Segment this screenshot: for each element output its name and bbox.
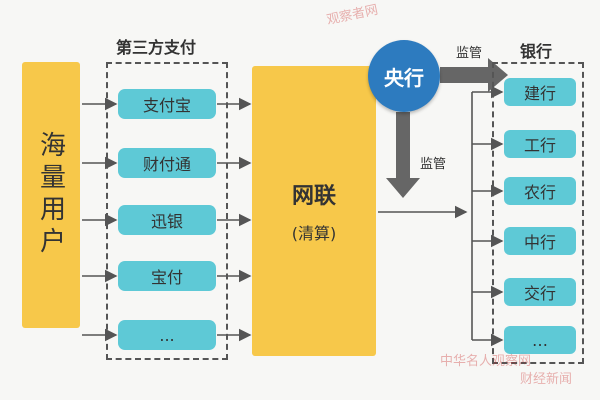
pay-item: 支付宝 — [118, 89, 216, 119]
clearing-title: 网联 — [291, 184, 336, 209]
bank-item: 农行 — [504, 177, 576, 205]
third-party-title: 第三方支付 — [116, 38, 197, 57]
mass-users-box: 海量用户 — [22, 62, 80, 328]
bank-item: 建行 — [504, 78, 576, 106]
central-bank-circle: 央行 — [368, 40, 440, 112]
supervise-label-down: 监管 — [420, 157, 447, 172]
users-to-pay-arrows — [82, 97, 118, 342]
clearing-box: 网联 (清算) — [252, 66, 376, 356]
banks-group — [492, 62, 584, 364]
clearing-subtitle: (清算) — [291, 224, 337, 243]
bank-branch-arrows — [472, 85, 504, 347]
watermark-bottom-2: 财经新闻 — [520, 372, 573, 387]
pay-item: 迅银 — [118, 205, 216, 235]
banks-title: 银行 — [520, 42, 553, 61]
central-bank-label: 央行 — [384, 65, 424, 90]
pay-item: 宝付 — [118, 261, 216, 291]
bank-item: 交行 — [504, 278, 576, 306]
supervise-label-right: 监管 — [456, 46, 483, 61]
supervise-arrows — [386, 58, 508, 198]
bank-item: 工行 — [504, 130, 576, 158]
pay-to-clearing-arrows — [217, 97, 252, 342]
mass-users-label: 海量用户 — [35, 131, 66, 259]
pay-item: ... — [118, 320, 216, 350]
watermark-bottom-1: 中华名人观察网 — [440, 354, 532, 369]
clearing-to-banks-line — [378, 92, 473, 340]
bank-item: … — [504, 326, 576, 354]
pay-item: 财付通 — [118, 148, 216, 178]
bank-item: 中行 — [504, 227, 576, 255]
third-party-group — [106, 62, 228, 360]
